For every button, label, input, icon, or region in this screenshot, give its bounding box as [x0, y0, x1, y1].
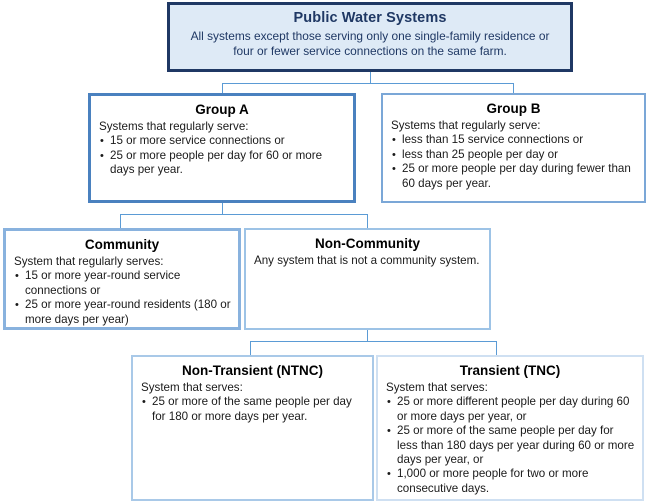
list-item: 25 or more people per day during fewer t… [391, 162, 637, 191]
node-title-group-b: Group B [486, 101, 541, 116]
connector-noncommunity-to-tnc [496, 341, 497, 356]
node-body-public-water-systems: All systems except those serving only on… [190, 29, 550, 58]
node-lead-group-b: Systems that regularly serve: [391, 119, 541, 132]
node-list-community: 15 or more year-round service connection… [14, 269, 231, 327]
list-item: 15 or more year-round service connection… [14, 269, 231, 298]
node-public-water-systems[interactable]: Public Water Systems All systems except … [167, 2, 573, 72]
node-list-non-transient-ntnc: 25 or more of the same people per day fo… [141, 395, 365, 424]
list-item: less than 15 service connections or [391, 133, 637, 148]
node-lead-transient-tnc: System that serves: [386, 381, 488, 394]
connector-noncommunity-stem [367, 330, 368, 342]
node-list-group-a: 15 or more service connections or 25 or … [99, 134, 346, 177]
connector-group-a-to-community [120, 214, 121, 229]
node-title-non-transient-ntnc: Non-Transient (NTNC) [182, 363, 323, 378]
node-transient-tnc[interactable]: Transient (TNC) System that serves: 25 o… [376, 355, 644, 501]
node-title-group-a: Group A [195, 102, 249, 117]
node-community[interactable]: Community System that regularly serves: … [3, 228, 241, 330]
connector-group-a-to-noncommunity [367, 214, 368, 229]
node-non-community[interactable]: Non-Community Any system that is not a c… [244, 228, 491, 330]
node-title-community: Community [84, 237, 160, 252]
node-lead-non-community: Any system that is not a community syste… [254, 254, 480, 267]
node-lead-non-transient-ntnc: System that serves: [141, 381, 243, 394]
node-title-transient-tnc: Transient (TNC) [459, 363, 561, 378]
connector-group-a-stem [222, 203, 223, 215]
list-item: 25 or more of the same people per day fo… [386, 424, 635, 467]
node-group-a[interactable]: Group A Systems that regularly serve: 15… [88, 93, 356, 203]
connector-root-to-group-b [513, 83, 514, 94]
list-item: 25 or more of the same people per day fo… [141, 395, 365, 424]
connector-noncommunity-bus [250, 341, 497, 342]
node-title-public-water-systems: Public Water Systems [293, 10, 447, 26]
node-group-b[interactable]: Group B Systems that regularly serve: le… [381, 93, 646, 203]
connector-root-bus [222, 83, 514, 84]
node-lead-community: System that regularly serves: [14, 255, 164, 268]
node-list-transient-tnc: 25 or more different people per day duri… [386, 395, 635, 496]
list-item: 25 or more people per day for 60 or more… [99, 149, 346, 178]
list-item: 1,000 or more people for two or more con… [386, 467, 635, 496]
list-item: 15 or more service connections or [99, 134, 346, 149]
node-title-non-community: Non-Community [315, 236, 420, 251]
list-item: 25 or more different people per day duri… [386, 395, 635, 424]
node-lead-group-a: Systems that regularly serve: [99, 120, 249, 133]
list-item: 25 or more year-round residents (180 or … [14, 298, 231, 327]
connector-group-a-bus [120, 214, 368, 215]
connector-noncommunity-to-ntnc [250, 341, 251, 356]
list-item: less than 25 people per day or [391, 148, 637, 163]
connector-root-stem [370, 72, 371, 84]
node-list-group-b: less than 15 service connections or less… [391, 133, 637, 191]
node-non-transient-ntnc[interactable]: Non-Transient (NTNC) System that serves:… [131, 355, 374, 501]
connector-root-to-group-a [222, 83, 223, 94]
